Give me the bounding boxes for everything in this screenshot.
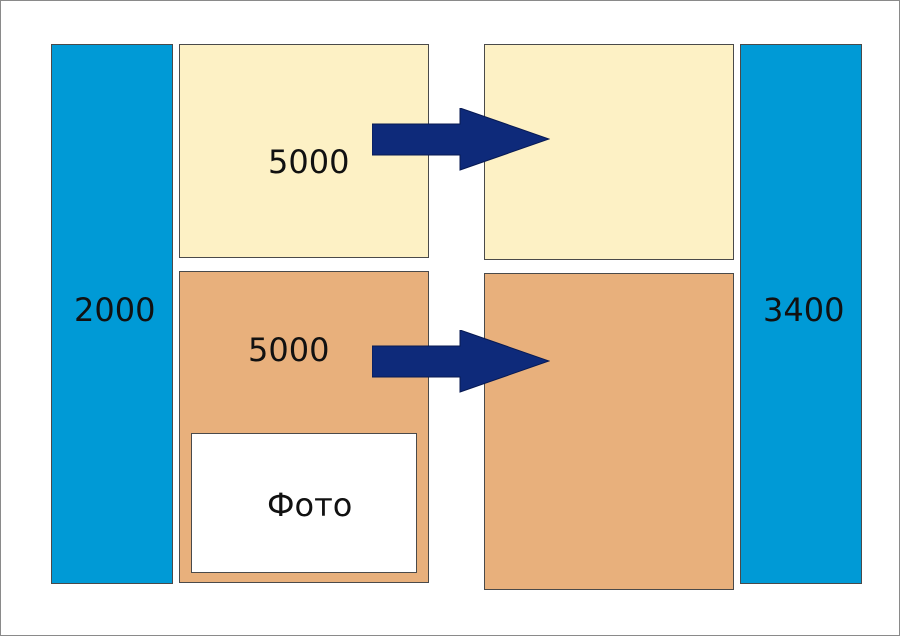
left-column-value: 2000 xyxy=(74,291,156,329)
bottom-left-value: 5000 xyxy=(248,331,330,369)
right-column-value: 3400 xyxy=(763,291,845,329)
photo-label: Фото xyxy=(267,486,353,524)
right-arrow-icon xyxy=(372,108,550,171)
left-column-block: 2000 xyxy=(51,44,173,584)
right-column-block: 3400 xyxy=(740,44,862,584)
right-arrow-icon xyxy=(372,330,550,393)
bottom-left-block: 5000 Фото xyxy=(179,271,429,583)
top-right-block xyxy=(484,44,734,260)
top-left-value: 5000 xyxy=(268,143,350,181)
bottom-right-block xyxy=(484,273,734,590)
photo-placeholder: Фото xyxy=(191,433,417,573)
